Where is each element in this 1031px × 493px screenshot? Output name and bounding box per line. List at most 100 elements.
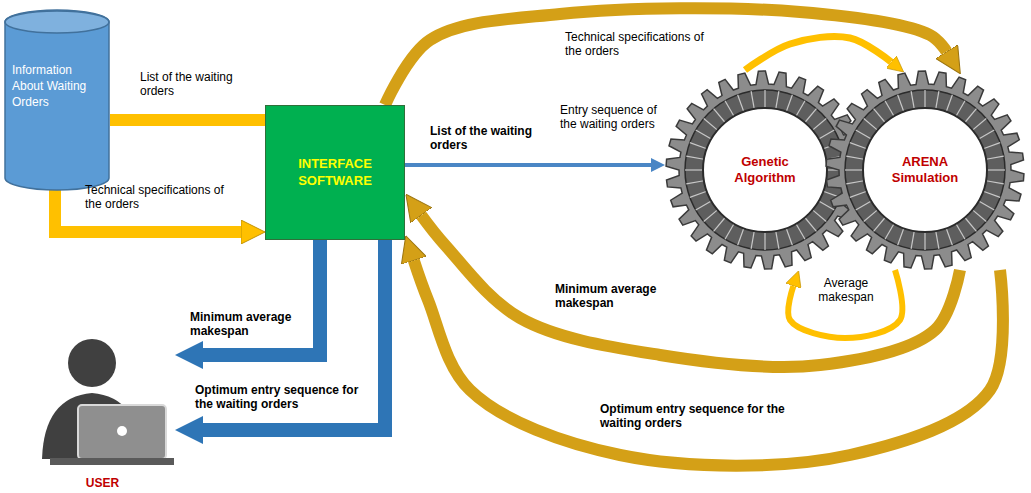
gear-teeth [666, 71, 864, 269]
gear-segment [704, 119, 718, 131]
gear-segment [805, 109, 817, 123]
gear-segment [690, 191, 707, 197]
gear-segment [846, 156, 864, 159]
gear-segment [874, 109, 886, 123]
gear-segment [898, 228, 904, 245]
edge-label: Optimum entry sequence for the waiting o… [600, 402, 790, 431]
user-figure-outline [30, 335, 175, 467]
gear-segment [874, 217, 886, 231]
gear-segment [776, 91, 779, 109]
cylinder-body [5, 10, 109, 190]
edge-label: Minimum average makespan [190, 310, 305, 339]
gear-segment [738, 95, 744, 112]
cylinder-top [5, 11, 109, 33]
edge-label: Entry sequence of the waiting orders [560, 103, 670, 132]
gear-segment [819, 130, 835, 139]
gear-segment [986, 156, 1004, 159]
gear-segment [764, 232, 765, 250]
flow-arrow [414, 260, 1003, 465]
gear-segment [986, 181, 1004, 184]
gear-segment [864, 210, 878, 222]
gear-segment [696, 201, 712, 210]
gear-segment [850, 191, 867, 197]
edge-label: Minimum average makespan [555, 282, 673, 311]
laptop-screen [78, 405, 166, 459]
gear-segment [786, 228, 792, 245]
gear-segment [911, 231, 914, 249]
gear-ring-segments [845, 90, 1005, 250]
gear-segment [924, 90, 925, 108]
gear-segment [979, 201, 995, 210]
gear-segment [856, 201, 872, 210]
gear-segment [936, 91, 939, 109]
user-figure: USER [30, 335, 175, 490]
gear-segment [911, 91, 914, 109]
database-cylinder: Information About Waiting Orders [4, 10, 110, 190]
gear-segment [786, 95, 792, 112]
flow-arrow [788, 270, 902, 338]
flow-arrow [385, 8, 947, 105]
user-head [68, 339, 116, 387]
gear-segment [983, 191, 1000, 197]
gear-segment [686, 181, 704, 184]
gear-segment [983, 143, 1000, 149]
gear-segment [696, 130, 712, 139]
gear-component: ARENA Simulation [825, 70, 1025, 270]
edge-label: Average makespan [810, 276, 882, 305]
process-label: INTERFACE SOFTWARE [273, 156, 397, 190]
gear-segment [690, 143, 707, 149]
gear-segment [796, 101, 805, 117]
gear-segment [972, 210, 986, 222]
gear-segment [856, 130, 872, 139]
gear-segment [846, 181, 864, 184]
gear-segment [987, 169, 1005, 170]
gear-segment [751, 231, 754, 249]
gear-segment [946, 95, 952, 112]
gear-segment [956, 224, 965, 240]
gear-hub [703, 108, 827, 232]
process-box: INTERFACE SOFTWARE [265, 105, 405, 240]
flow-arrow [55, 190, 241, 232]
edge-label: List of the waiting orders [140, 70, 265, 99]
gear-segment [965, 109, 977, 123]
gear-segment [845, 169, 863, 170]
database-label: Information About Waiting Orders [12, 62, 104, 111]
box-fill [266, 106, 405, 240]
flow-arrow [745, 37, 891, 70]
gear-segment [685, 169, 703, 170]
gear-segment [812, 210, 826, 222]
laptop-base [50, 458, 174, 465]
edge-label: List of the waiting orders [430, 124, 555, 153]
flow-arrow [203, 240, 320, 355]
gear-segment [805, 217, 817, 231]
gear-segment [924, 232, 925, 250]
gear-segment [885, 224, 894, 240]
gear-segment [704, 210, 718, 222]
gear-segment [946, 228, 952, 245]
gear-segment [812, 119, 826, 131]
gear-segment [885, 101, 894, 117]
user-label: USER [86, 476, 119, 490]
gear-segment [725, 101, 734, 117]
gear-teeth [826, 71, 1024, 269]
gear-segment [714, 109, 726, 123]
gear-label: ARENA Simulation [877, 154, 973, 187]
gear-segment [764, 90, 765, 108]
laptop-logo [117, 426, 127, 436]
edge-label: Technical specifications of the orders [565, 30, 715, 59]
gear-segment [956, 101, 965, 117]
gear-segment [686, 156, 704, 159]
gear-ring-segments [685, 90, 845, 250]
gear-segment [850, 143, 867, 149]
gear-label: Genetic Algorithm [717, 154, 813, 187]
gear-ring [845, 90, 1005, 250]
gear-segment [965, 217, 977, 231]
gear-component: Genetic Algorithm [665, 70, 865, 270]
gear-segment [864, 119, 878, 131]
gear-segment [898, 95, 904, 112]
gear-segment [725, 224, 734, 240]
gear-ring [685, 90, 845, 250]
gear-segment [796, 224, 805, 240]
gear-segment [714, 217, 726, 231]
